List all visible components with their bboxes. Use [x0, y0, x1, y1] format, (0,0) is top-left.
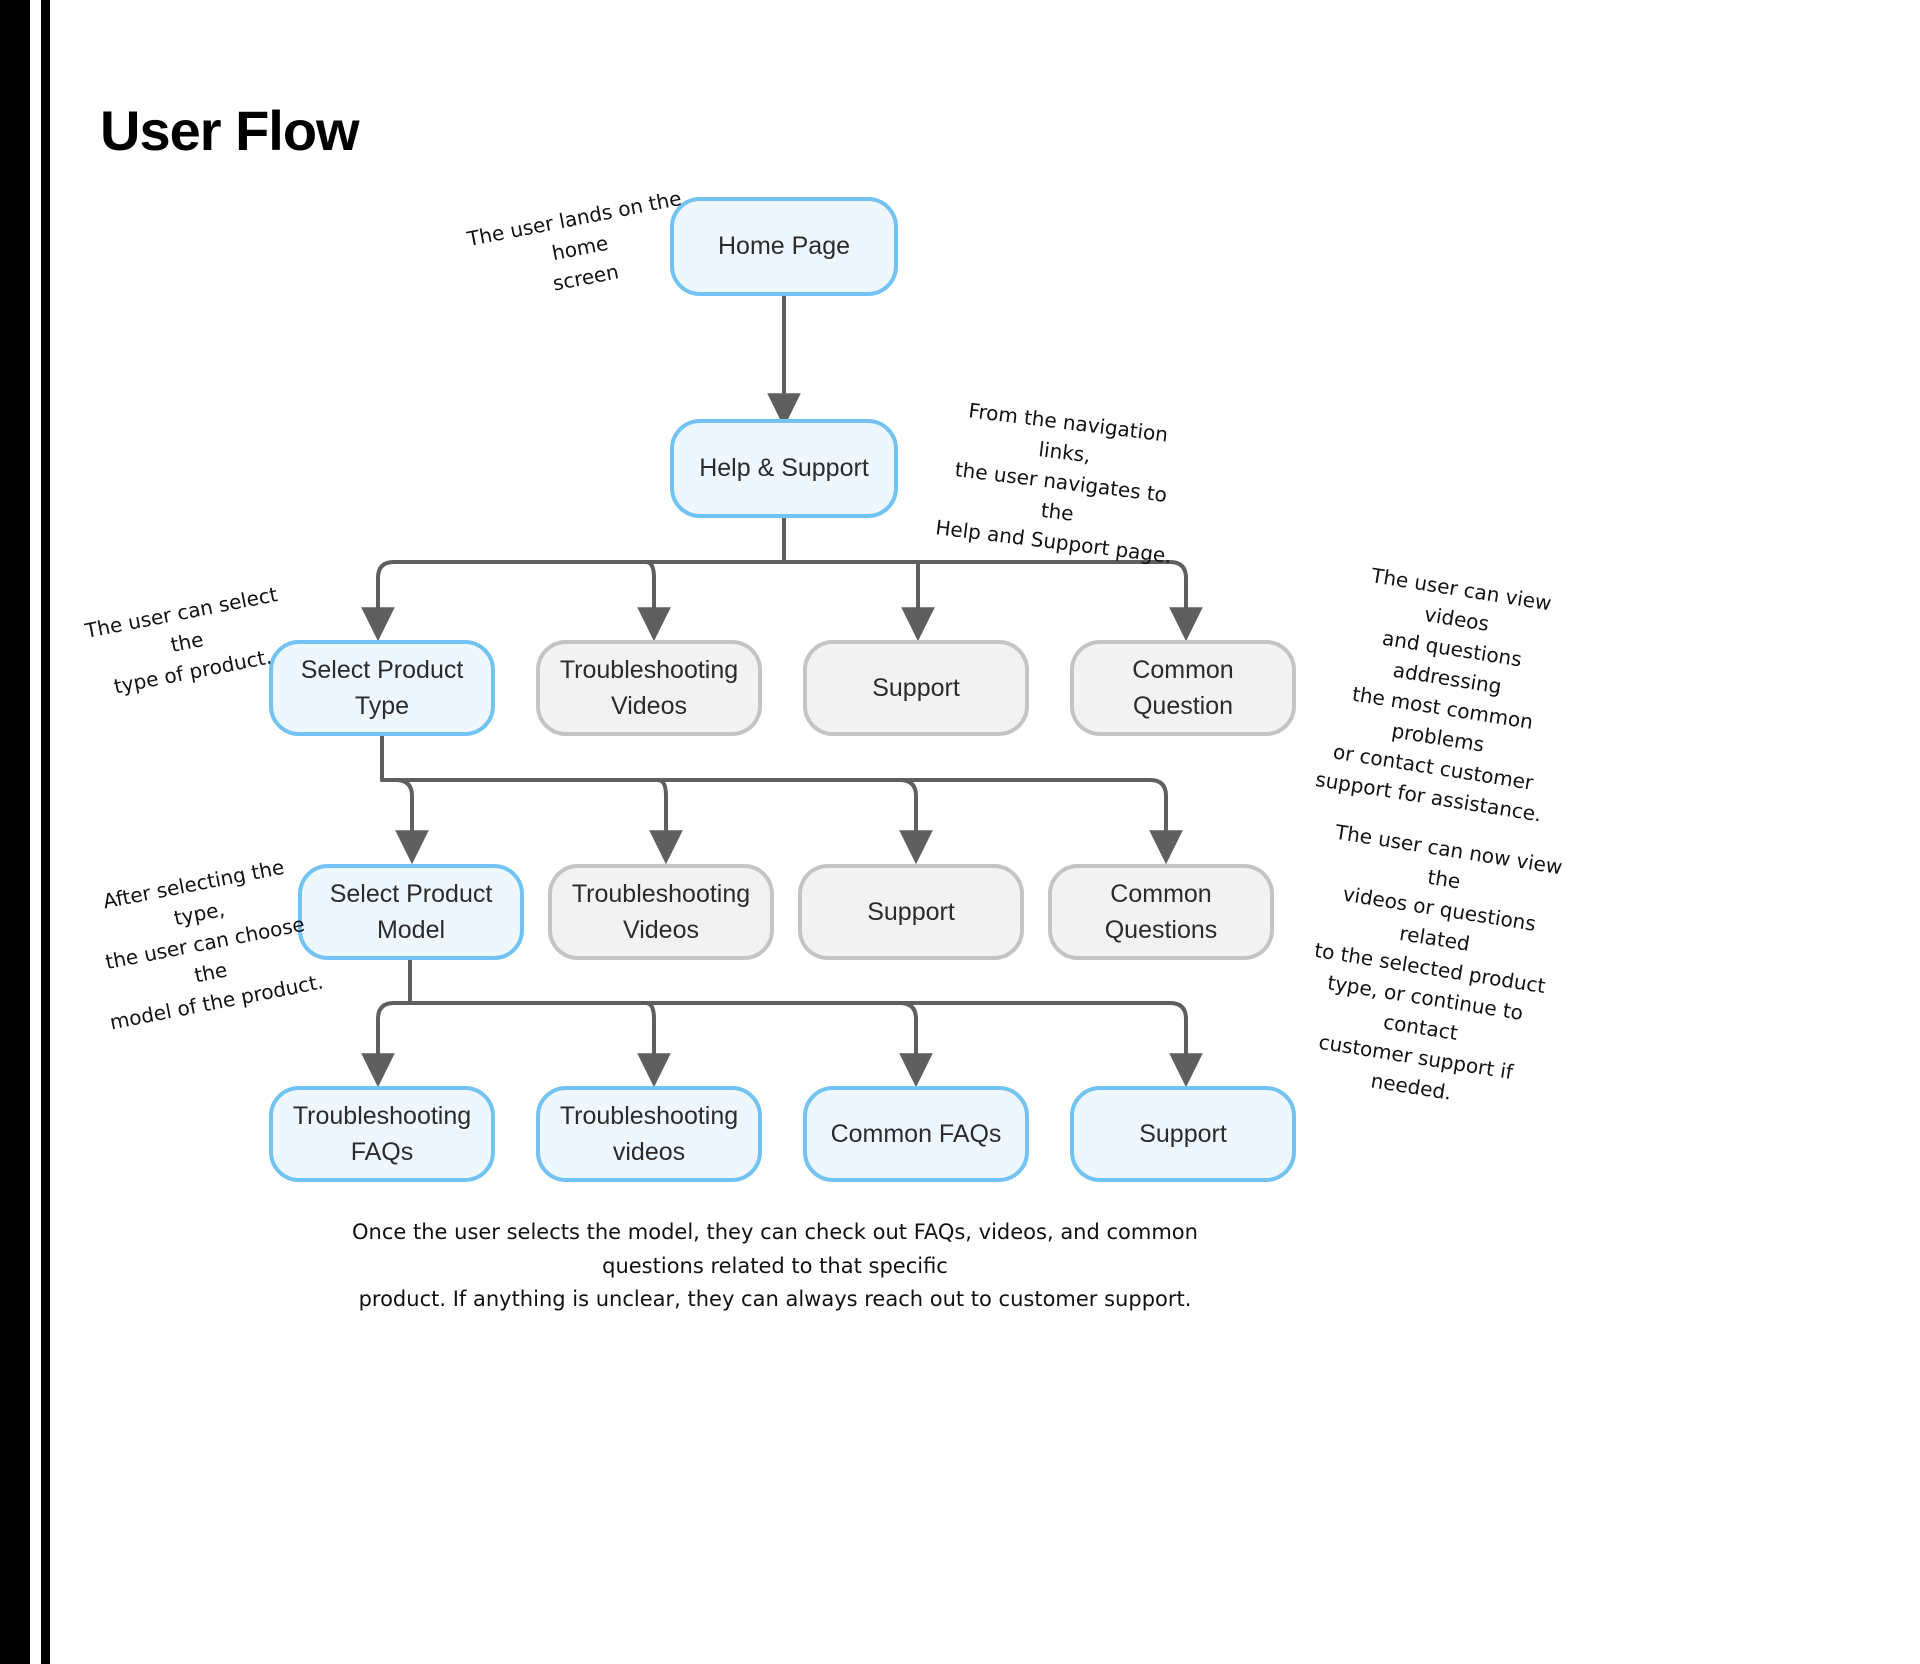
node-label: Common FAQs [830, 1119, 1002, 1148]
bottom-caption: Once the user selects the model, they ca… [352, 1220, 1198, 1312]
node-label: Troubleshooting FAQs [292, 1101, 472, 1166]
node-row2-common-question[interactable]: Common Question [1070, 640, 1296, 736]
node-label: Troubleshooting videos [559, 1101, 739, 1166]
annotation-row3-right: The user can now view the videos or ques… [1312, 819, 1564, 1105]
page-title: User Flow [100, 99, 360, 162]
edge-help-to-r2-videos [637, 560, 786, 642]
edge-type-to-r3-common [380, 778, 1183, 865]
node-row4-support[interactable]: Support [1070, 1086, 1296, 1182]
edge-help-to-select-type [361, 560, 786, 642]
node-label: Support [1139, 1119, 1227, 1148]
edge-model-to-r4-support [408, 1001, 1203, 1088]
edge-model-to-faqs [361, 1001, 412, 1088]
node-label: Home Page [717, 232, 851, 261]
node-label: Common Questions [1104, 879, 1218, 944]
node-troubleshooting-videos[interactable]: Troubleshooting videos [536, 1086, 762, 1182]
node-label: Common Question [1132, 655, 1234, 720]
node-label: Troubleshooting Videos [559, 655, 739, 720]
edge-model-to-common-faqs [408, 1001, 933, 1088]
left-edge-band [0, 0, 30, 1664]
node-label: Support [867, 897, 955, 926]
node-label: Select Product Type [300, 655, 464, 720]
node-label: Help & Support [699, 454, 869, 483]
node-home-page[interactable]: Home Page [670, 197, 898, 296]
node-label: Select Product Model [329, 879, 493, 944]
node-help-support[interactable]: Help & Support [670, 419, 898, 518]
edge-type-to-r3-videos [380, 778, 683, 865]
left-vertical-rule [41, 0, 50, 1664]
node-row3-common-questions[interactable]: Common Questions [1048, 864, 1274, 960]
node-label: Troubleshooting Videos [571, 879, 751, 944]
node-troubleshooting-faqs[interactable]: Troubleshooting FAQs [269, 1086, 495, 1182]
edge-help-to-r2-common [782, 560, 1203, 642]
node-select-product-model[interactable]: Select Product Model [298, 864, 524, 960]
edge-type-to-select-model [380, 778, 429, 865]
node-row3-support[interactable]: Support [798, 864, 1024, 960]
edge-model-to-videos [408, 1001, 671, 1088]
edge-type-to-r3-support [380, 778, 933, 865]
node-row2-troubleshooting-videos[interactable]: Troubleshooting Videos [536, 640, 762, 736]
diagram-canvas: User Flow [50, 0, 1920, 1664]
annotation-help-support: From the navigation links, the user navi… [934, 398, 1174, 568]
node-common-faqs[interactable]: Common FAQs [803, 1086, 1029, 1182]
node-row3-troubleshooting-videos[interactable]: Troubleshooting Videos [548, 864, 774, 960]
node-select-product-type[interactable]: Select Product Type [269, 640, 495, 736]
node-row2-support[interactable]: Support [803, 640, 1029, 736]
connector-layer [361, 294, 1203, 1088]
annotation-row2-right: The user can view videos and questions a… [1313, 563, 1554, 827]
node-label: Support [872, 673, 960, 702]
edge-help-to-r2-support [782, 560, 935, 642]
